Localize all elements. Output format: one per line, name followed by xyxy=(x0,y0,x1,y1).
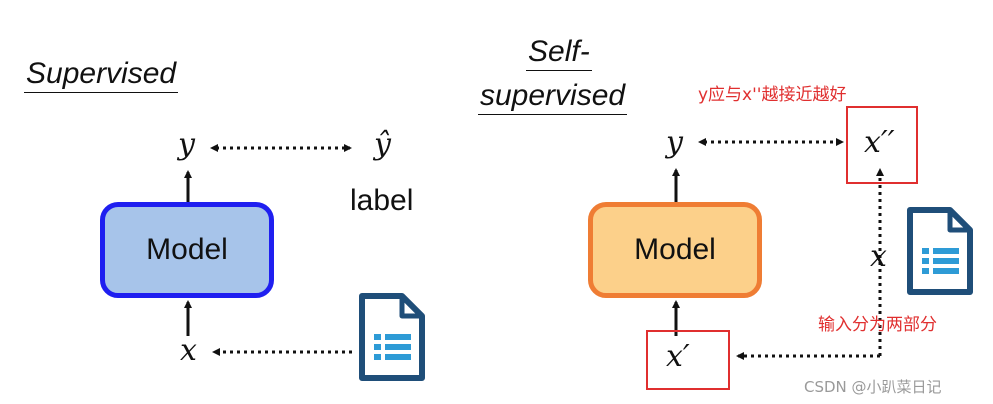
note-input-split: 输入分为两部分 xyxy=(818,315,937,335)
supervised-label-text: label xyxy=(350,184,414,217)
self-input-xprime: x′ xyxy=(666,339,690,374)
xdouble-box xyxy=(846,106,918,184)
watermark: CSDN @小趴菜日记 xyxy=(804,378,942,396)
supervised-input-x: x xyxy=(180,333,197,368)
self-target-xdouble: x′′ xyxy=(864,125,895,160)
self-supervised-title-line1: Self- xyxy=(526,34,592,71)
self-side-input-x: x xyxy=(870,239,887,274)
self-supervised-title-line2: supervised xyxy=(478,78,628,115)
supervised-title: Supervised xyxy=(24,56,179,93)
note-y-close-to-xdouble: y应与x''越接近越好 xyxy=(698,85,847,105)
self-model-box: Model xyxy=(588,202,762,298)
supervised-output-y: y xyxy=(178,127,195,162)
supervised-model-box: Model xyxy=(100,202,274,298)
document-icon xyxy=(359,293,425,381)
xprime-box xyxy=(646,330,730,390)
self-output-y: y xyxy=(666,125,683,160)
document-icon-self xyxy=(907,207,973,295)
supervised-label-yhat: ŷ xyxy=(374,127,391,162)
